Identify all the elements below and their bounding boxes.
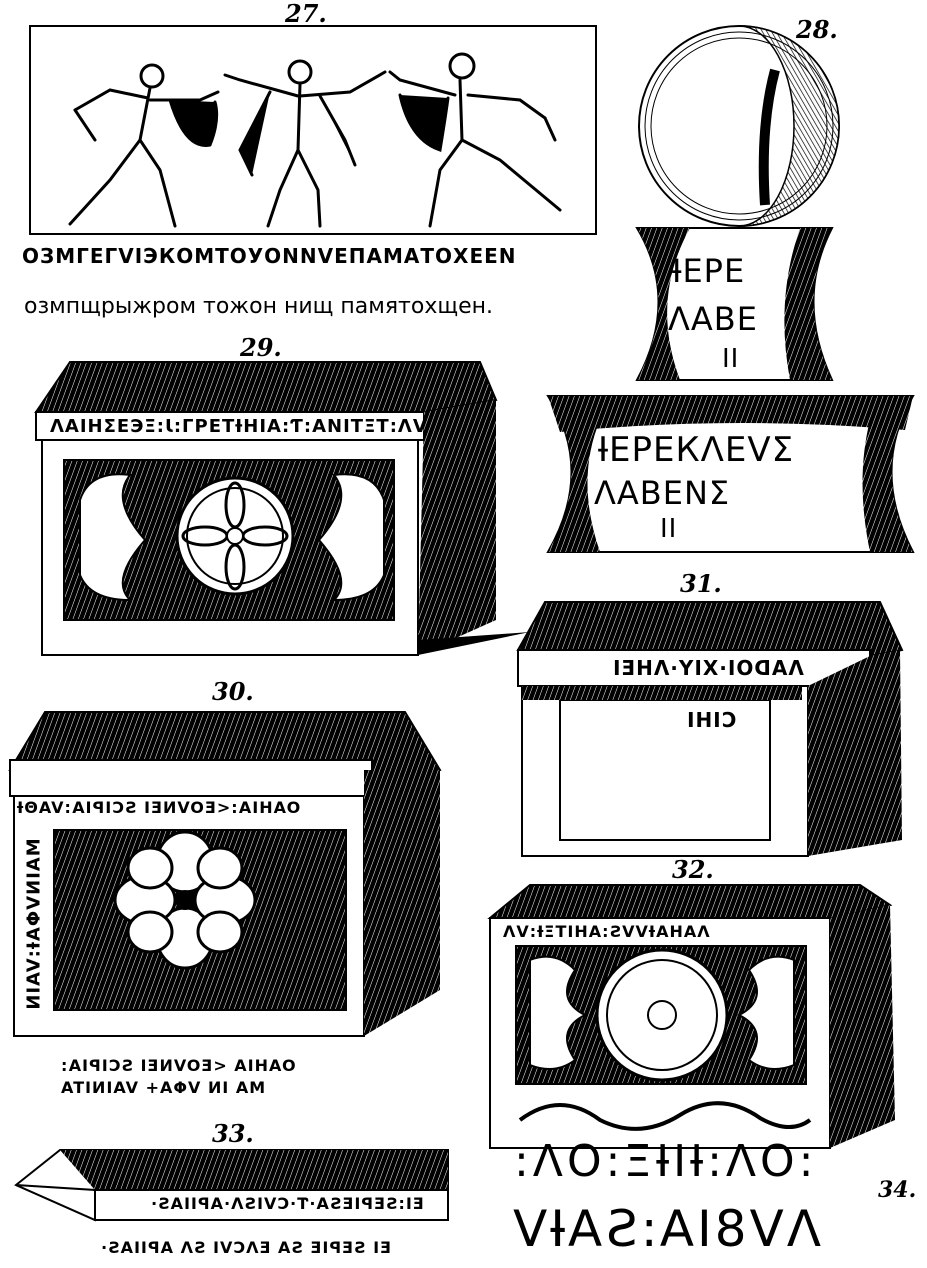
figure-number-28: 28. — [796, 15, 838, 44]
pedestal-28-upper — [635, 227, 834, 381]
inscription-28-upper-line1: ƗЕРЕ — [672, 252, 746, 290]
lid-33 — [14, 1149, 449, 1222]
inscription-31: ΛΑDOI·ΧIY·ΛHEI — [612, 656, 804, 680]
caption-30-line1: OAHIA <EOVNEI SCIPIA: — [60, 1056, 296, 1075]
figure-number-30: 30. — [212, 677, 254, 706]
urn-32 — [487, 884, 895, 1149]
figure-number-27: 27. — [285, 0, 327, 28]
figure-number-33: 33. — [212, 1119, 254, 1148]
pedestal-28-lower — [546, 395, 915, 553]
figure-number-34: 34. — [878, 1177, 917, 1203]
figure-number-32: 32. — [672, 855, 714, 884]
inscription-33: EI:SEPIESA·Ƭ·CVISΛ·ΑΡΙΙΑS· — [150, 1194, 424, 1213]
urn-31 — [516, 601, 904, 857]
inscription-31-inner: CIHI — [686, 708, 737, 732]
inscription-34-line1: :ΟΛ:ƗΙƗΞ:ΟΛ: — [510, 1136, 814, 1187]
inscription-28-upper-line3: II — [722, 344, 740, 374]
urn-30 — [8, 711, 442, 1037]
disc-28 — [638, 25, 840, 227]
inscription-28-upper-line2: ΛΑΒΕ — [668, 300, 758, 338]
caption-30-line2: MA IN VΦA+ VAINITA — [60, 1078, 266, 1097]
figure-number-29: 29. — [240, 333, 282, 362]
caption-33: EI SEPIE SA ΕΛCVI SΛ ΑΡΙΙΑS· — [100, 1238, 391, 1257]
inscription-30-side: MAINVΦAƗ:VAIN — [23, 838, 45, 1011]
inscription-27-transliteration: озмпщрыжром тожон нищ памятохщен. — [24, 294, 493, 319]
inscription-27-etruscan: ОЗМГЕГVIЭКОМТОУОNNVЕПАМАТОХЕЕN — [22, 244, 517, 268]
relief-panel-27 — [29, 25, 597, 235]
inscription-34-line2: ΛV8IA:SAƗV — [510, 1200, 821, 1258]
inscription-28-lower-line1: ƗЕРЕКΛЕVΣ — [598, 430, 795, 470]
inscription-29: ΛΑΙΗΣЕЭΞ:Ɩ:ΓΡΕΤƗΗΙΑ:Ƭ:ΑΝΙΤΞΤ:ΛV — [50, 416, 428, 437]
inscription-30-top: OAHIA:<EOVNEI SCIPIA:VAΘƗ — [16, 798, 301, 817]
inscription-32: ΛΑΗΑƗVVS:ΑΗΙΤΞƗ:VΛ — [502, 922, 710, 941]
figure-number-31: 31. — [680, 569, 722, 598]
inscription-28-lower-line3: II — [660, 514, 678, 544]
inscription-28-lower-line2: ΛΑΒΕΝΣ — [594, 474, 731, 512]
urn-29 — [34, 361, 530, 656]
